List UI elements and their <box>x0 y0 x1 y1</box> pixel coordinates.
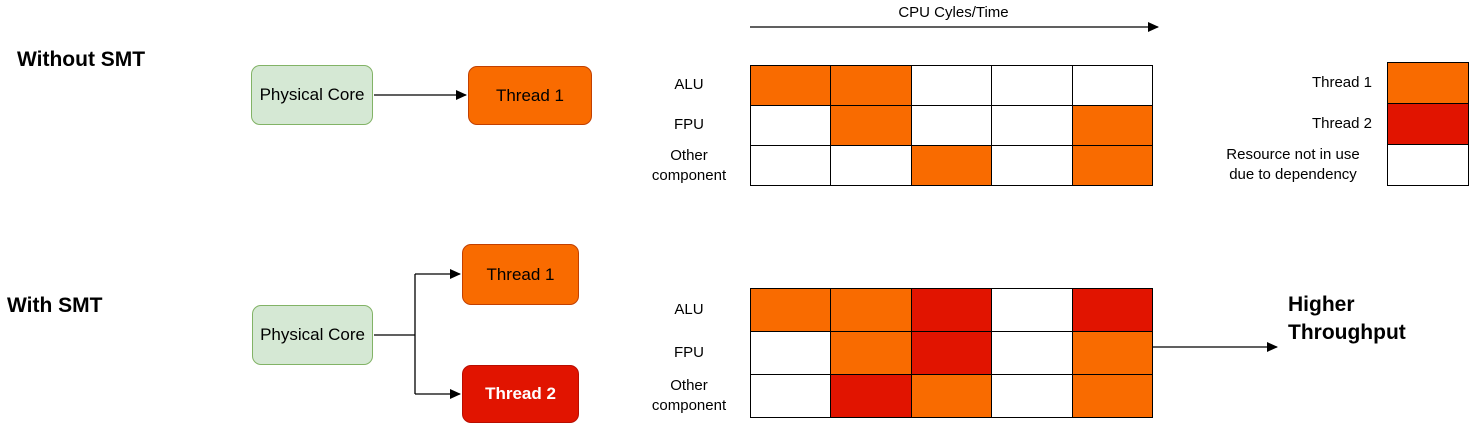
grid-cell-orange <box>1072 106 1152 145</box>
grid-cell-white <box>831 146 911 185</box>
grid-row-label: FPU <box>674 116 704 134</box>
legend-swatch-white <box>1388 145 1468 185</box>
grid-cell-red <box>911 332 992 374</box>
grid-cell-orange <box>1072 146 1152 185</box>
grid-cell-red <box>911 289 992 331</box>
grid-cell-white <box>911 66 992 105</box>
grid-cell-white <box>751 146 831 185</box>
legend-labels: Thread 1 Thread 2 Resource not in use due … <box>1160 62 1372 186</box>
grid-row-labels-without: ALU FPU Other component <box>638 65 740 186</box>
cycle-grid-with <box>750 288 1153 418</box>
grid-cell-orange <box>831 106 911 145</box>
grid-row-label: ALU <box>674 300 704 318</box>
grid-cell-white <box>992 332 1072 374</box>
grid-cell-red <box>831 375 911 417</box>
grid-cell-orange <box>831 332 911 374</box>
thread1-box-with: Thread 1 <box>462 244 579 305</box>
grid-row-label: Other component <box>651 146 727 184</box>
grid-cell-white <box>911 106 992 145</box>
legend-swatch-red <box>1388 104 1468 144</box>
grid-cell-white <box>992 146 1072 185</box>
grid-cell-white <box>992 375 1072 417</box>
physical-core-box-with: Physical Core <box>252 305 373 365</box>
thread1-box-without: Thread 1 <box>468 66 592 125</box>
grid-cell-orange <box>831 66 911 105</box>
grid-cell-white <box>1072 66 1152 105</box>
grid-cell-orange <box>751 66 831 105</box>
grid-cell-white <box>751 332 831 374</box>
grid-cell-white <box>751 106 831 145</box>
grid-row-label: Other component <box>651 377 727 415</box>
grid-row-label: ALU <box>674 76 704 93</box>
grid-cell-orange <box>751 289 831 331</box>
grid-cell-white <box>992 106 1072 145</box>
grid-cell-orange <box>831 289 911 331</box>
grid-cell-white <box>751 375 831 417</box>
grid-cell-white <box>992 289 1072 331</box>
grid-row-label: FPU <box>674 343 704 361</box>
thread2-box-with: Thread 2 <box>462 365 579 423</box>
grid-cell-white <box>992 66 1072 105</box>
grid-row-labels-with: ALU FPU Other component <box>638 288 740 418</box>
core-branch-line <box>374 274 416 394</box>
grid-cell-orange <box>911 375 992 417</box>
higher-throughput-label: Higher Throughput <box>1288 293 1406 344</box>
legend-label: Thread 2 <box>1311 114 1372 132</box>
physical-core-box-without: Physical Core <box>251 65 373 125</box>
legend-label: Thread 1 <box>1311 73 1372 91</box>
time-axis-label: CPU Cyles/Time <box>898 4 1009 21</box>
legend-swatches <box>1387 62 1469 186</box>
grid-cell-red <box>1072 289 1152 331</box>
grid-cell-orange <box>1072 375 1152 417</box>
grid-cell-orange <box>911 146 992 185</box>
cycle-grid-without <box>750 65 1153 186</box>
section-title-without-smt: Without SMT <box>17 48 146 71</box>
grid-cell-orange <box>1072 332 1152 374</box>
legend-swatch-orange <box>1388 63 1468 103</box>
legend-label: Resource not in use due to dependency <box>1226 146 1360 184</box>
section-title-with-smt: With SMT <box>7 294 103 317</box>
